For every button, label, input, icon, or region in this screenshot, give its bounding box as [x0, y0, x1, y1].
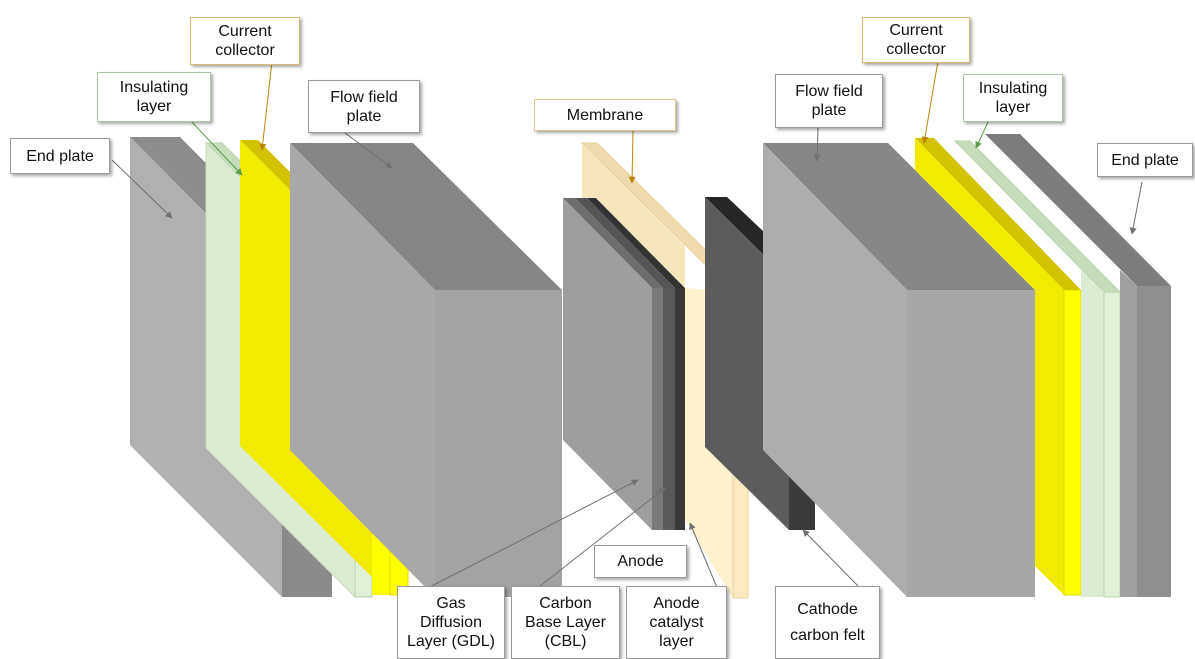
label-membrane: Membrane — [534, 99, 676, 131]
right-end-plate — [985, 134, 1171, 597]
arrow-membrane — [628, 129, 636, 184]
arrow-collector-right — [921, 60, 939, 144]
arrow-flow-plate-left — [344, 132, 393, 169]
arrow-anode-catalyst — [689, 522, 719, 591]
label-insulating-layer-left: Insulating layer — [97, 72, 211, 122]
leader-arrows — [111, 60, 1143, 593]
label-anode: Anode — [594, 545, 687, 578]
label-flow-field-plate-right: Flow field plate — [775, 74, 883, 128]
arrow-end-plate-left — [111, 159, 173, 219]
arrow-end-plate-right — [1129, 181, 1143, 235]
label-end-plate-right: End plate — [1097, 143, 1193, 177]
label-anode-catalyst-layer: Anode catalyst layer — [626, 586, 727, 659]
arrow-cbl — [534, 487, 666, 591]
label-insulating-layer-right: Insulating layer — [963, 74, 1063, 122]
anode-catalyst-layer — [587, 198, 685, 530]
arrow-insulating-right — [975, 121, 989, 149]
label-gas-diffusion-layer: Gas Diffusion Layer (GDL) — [397, 586, 505, 659]
left-flow-field-plate — [290, 143, 562, 597]
label-cathode-carbon-felt: Cathode carbon felt — [775, 586, 880, 659]
label-flow-field-plate-left: Flow field plate — [308, 80, 420, 133]
arrow-insulating-left — [189, 119, 243, 176]
arrow-collector-left — [259, 60, 273, 151]
right-flow-field-plate — [763, 143, 1035, 597]
right-insulating-layer — [953, 140, 1122, 598]
label-current-collector-left: Current collector — [190, 17, 300, 65]
arrow-flow-plate-right — [813, 127, 821, 162]
arrow-gdl — [419, 479, 639, 593]
label-carbon-base-layer: Carbon Base Layer (CBL) — [511, 586, 620, 659]
label-current-collector-right: Current collector — [862, 17, 970, 63]
gas-diffusion-layer — [563, 198, 663, 530]
carbon-base-layer — [575, 198, 675, 530]
arrow-cathode-felt — [802, 529, 863, 591]
label-end-plate-left: End plate — [10, 138, 110, 174]
